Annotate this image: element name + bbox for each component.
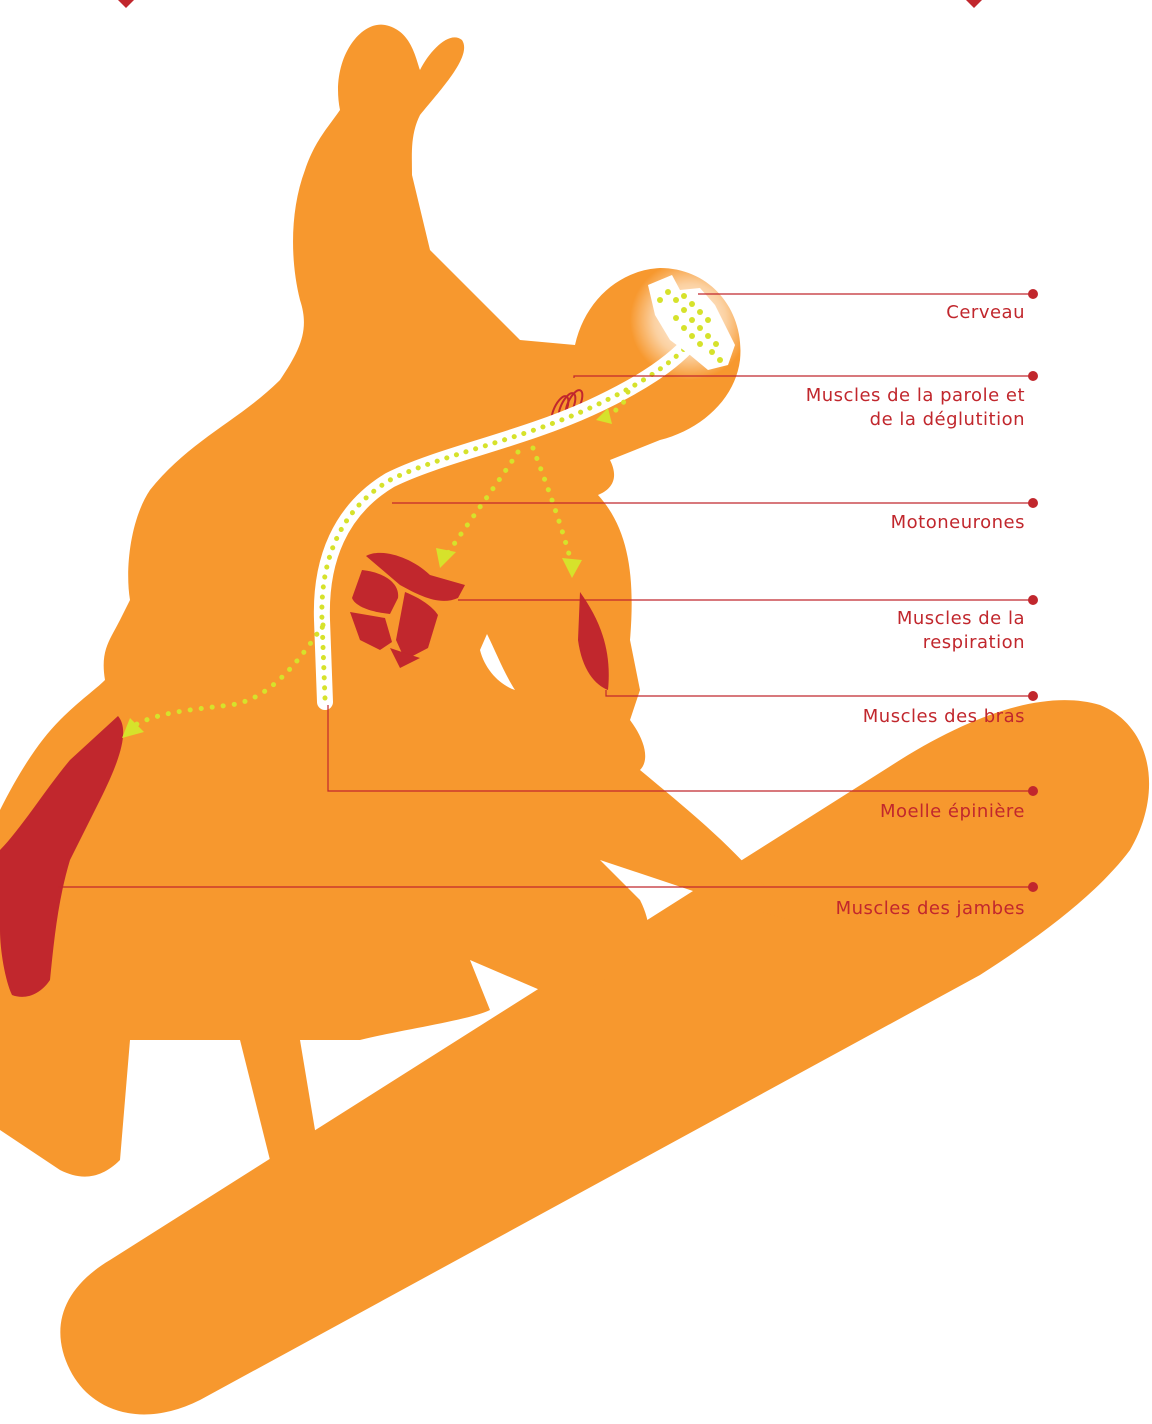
corner-mark-left xyxy=(118,0,134,8)
label-motoneurones: Motoneurones xyxy=(891,511,1025,535)
label-respiration-line1: Muscles de la xyxy=(897,607,1025,631)
label-jambes: Muscles des jambes xyxy=(836,897,1025,921)
label-bras: Muscles des bras xyxy=(863,705,1025,729)
label-parole-line2: de la déglutition xyxy=(870,408,1025,432)
label-moelle: Moelle épinière xyxy=(880,800,1025,824)
label-parole-line1: Muscles de la parole et xyxy=(806,384,1025,408)
corner-mark-right xyxy=(966,0,982,8)
label-cerveau: Cerveau xyxy=(946,301,1025,325)
label-respiration-line2: respiration xyxy=(923,631,1025,655)
